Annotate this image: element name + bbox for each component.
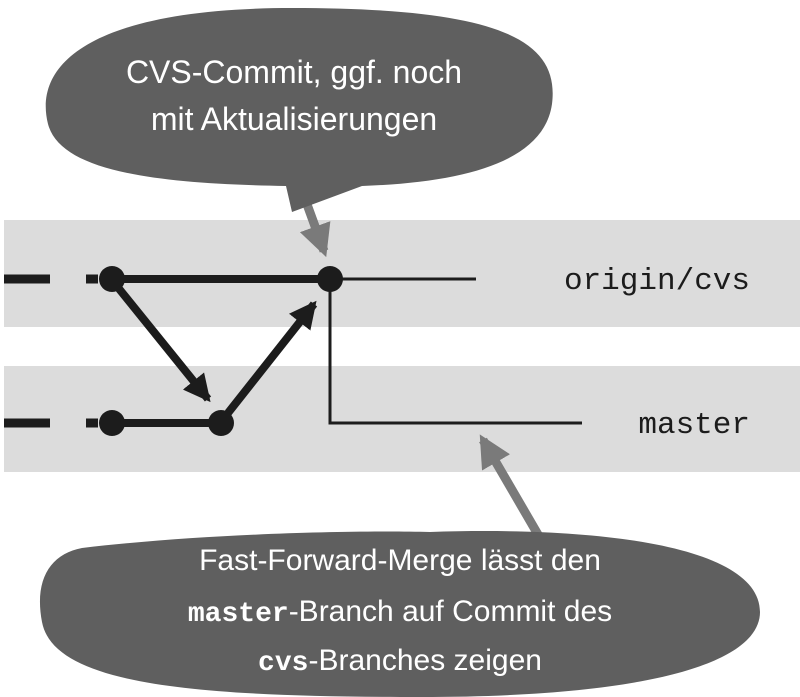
master-branch-label: master <box>638 408 750 443</box>
cvs-code-term: cvs <box>258 648 308 679</box>
cvs-commit-old <box>99 266 125 292</box>
top-callout-line-1: CVS-Commit, ggf. noch <box>126 54 462 90</box>
master-commit-old <box>99 410 125 436</box>
merge-arrow-down <box>112 282 212 403</box>
bottom-callout-line-3-rest: -Branches zeigen <box>308 644 541 677</box>
bottom-callout-line-1: Fast-Forward-Merge lässt den <box>199 544 601 577</box>
bottom-callout: Fast-Forward-Merge lässt den master-Bran… <box>39 434 761 697</box>
bottom-callout-bubble <box>39 531 761 697</box>
bottom-callout-line-3: cvs-Branches zeigen <box>258 644 542 679</box>
cvs-branch-label: origin/cvs <box>564 264 750 299</box>
master-code-term: master <box>188 599 289 630</box>
top-callout-line-2: mit Aktualisierungen <box>151 101 437 137</box>
master-ref-line <box>328 280 582 425</box>
top-callout: CVS-Commit, ggf. noch mit Aktualisierung… <box>45 8 553 258</box>
bottom-callout-pointer-arrow <box>479 434 544 541</box>
bottom-callout-line-2: master-Branch auf Commit des <box>188 595 612 630</box>
master-merge-commit <box>208 410 234 436</box>
bottom-callout-line-2-rest: -Branch auf Commit des <box>289 595 612 628</box>
cvs-commit-new <box>317 266 343 292</box>
merge-arrow-up <box>224 300 318 416</box>
top-callout-bubble <box>45 8 553 212</box>
